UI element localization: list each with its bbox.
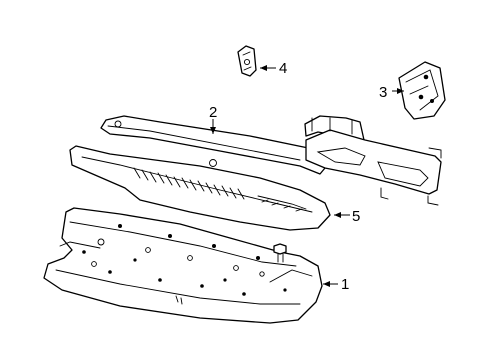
step-assembly-part-1 bbox=[43, 207, 323, 324]
callout-2-label: 2 bbox=[209, 104, 217, 121]
bracket-part-4 bbox=[237, 45, 257, 77]
callout-4-label: 4 bbox=[279, 60, 287, 77]
callout-1: 1 bbox=[323, 276, 349, 293]
mounting-bracket-part-3 bbox=[398, 61, 446, 120]
callout-4: 4 bbox=[260, 60, 287, 77]
callout-1-label: 1 bbox=[341, 276, 349, 293]
callout-5: 5 bbox=[334, 208, 360, 225]
tread-slots bbox=[133, 167, 245, 200]
callout-3: 3 bbox=[379, 84, 404, 101]
callout-5-label: 5 bbox=[352, 208, 360, 225]
callout-3-label: 3 bbox=[379, 84, 387, 101]
frame-bar-part-2 bbox=[100, 115, 442, 206]
callout-2: 2 bbox=[209, 104, 217, 134]
step-pad-part-5 bbox=[69, 145, 331, 231]
